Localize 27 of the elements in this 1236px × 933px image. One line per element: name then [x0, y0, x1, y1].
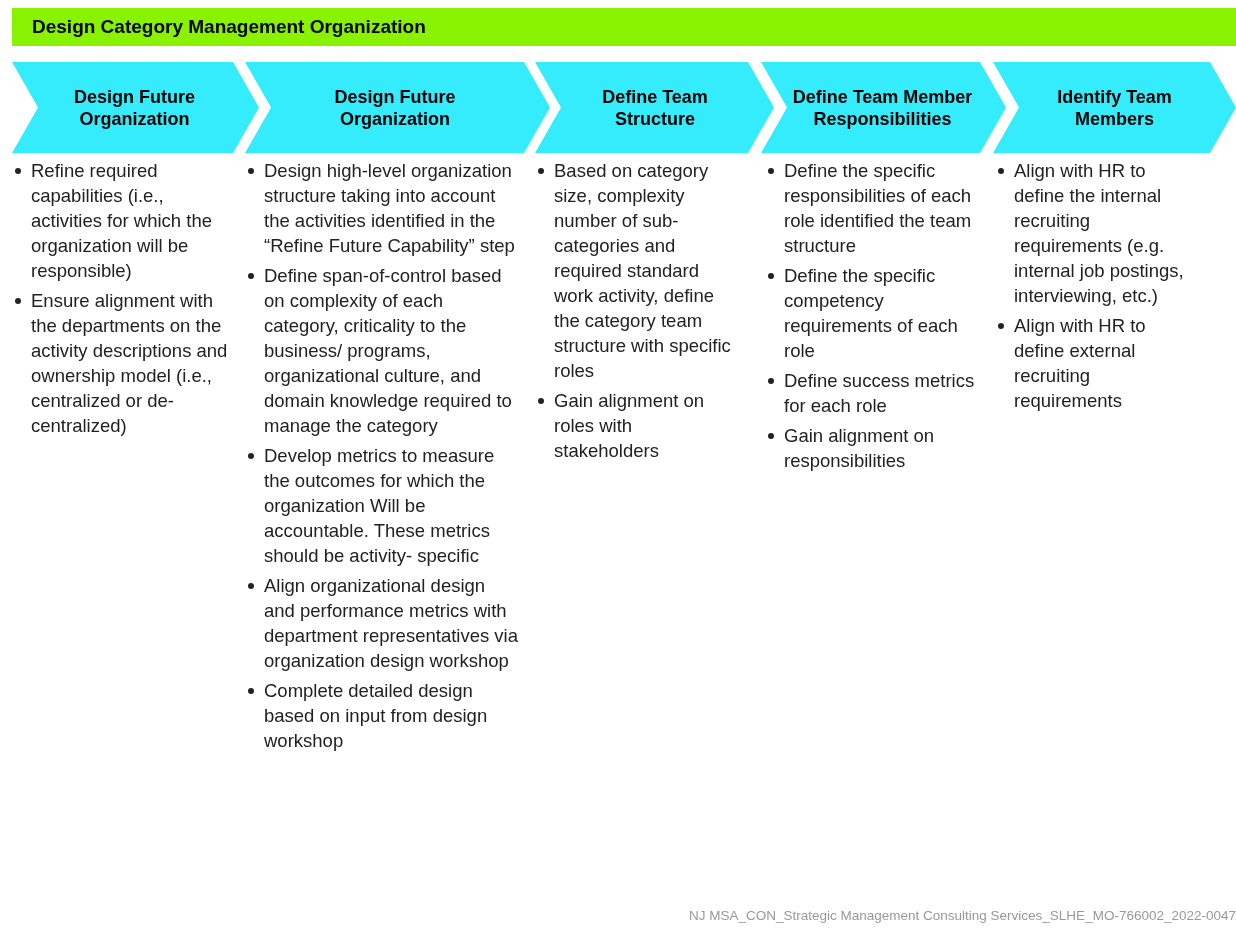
bullet-text: Define span-of-control based on complexity of each category, criticality to the business/ programs, organizational culture, and domain knowledge required to manage the category — [264, 264, 513, 438]
bullet-text: Define the specific competency requirements of each role — [784, 264, 959, 363]
chevron-step — [245, 62, 550, 153]
bullet-text: Define the specific responsibilities of each role identified the team structure — [784, 159, 973, 258]
bullet-text: Based on category size, complexity number of sub-categories and required standard work activity, define the category team structure with specific roles — [554, 159, 732, 383]
step-title: Identify Team Members — [1056, 85, 1173, 131]
bullet-text: Align with HR to define the internal recruiting requirements (e.g. internal job postings, interviewing, etc.) — [1014, 159, 1185, 308]
chevron-step — [993, 62, 1236, 153]
bullet-text: Align with HR to define external recruiting requirements — [1014, 314, 1147, 413]
bullet-text: Align organizational design and performance metrics with department representatives via organization design workshop — [264, 574, 519, 673]
title-banner: Design Category Management Organization — [12, 8, 1236, 46]
bullet-text: Complete detailed design based on input from design workshop — [264, 679, 489, 753]
chevron-step — [12, 62, 259, 153]
step-title: Design Future Organization — [333, 85, 457, 131]
step-title: Define Team Member Responsibilities — [791, 85, 974, 131]
bullet-text: Define success metrics for each role — [784, 369, 976, 418]
bullet-text: Gain alignment on responsibilities — [784, 424, 936, 473]
bullet-text: Ensure alignment with the departments on the activity descriptions and ownership model (i.e., centralized or de-centralized) — [31, 289, 229, 438]
chevron-step — [535, 62, 774, 153]
step-title: Define Team Structure — [601, 85, 709, 131]
bullet-text: Refine required capabilities (i.e., activities for which the organization will be responsible) — [31, 159, 213, 283]
bullet-text: Design high-level organization structure taking into account the activities identified in the “Refine Future Capability” step — [264, 159, 516, 258]
bullet-text: Develop metrics to measure the outcomes for which the organization Will be accountable. These metrics should be activity- specific — [264, 444, 496, 568]
step-title: Design Future Organization — [73, 85, 196, 131]
document-code: NJ MSA_CON_Strategic Management Consulting Services_SLHE_MO-766002_2022-0047 — [688, 908, 1236, 923]
bullet-text: Gain alignment on roles with stakeholders — [554, 389, 706, 463]
chevron-step — [761, 62, 1006, 153]
